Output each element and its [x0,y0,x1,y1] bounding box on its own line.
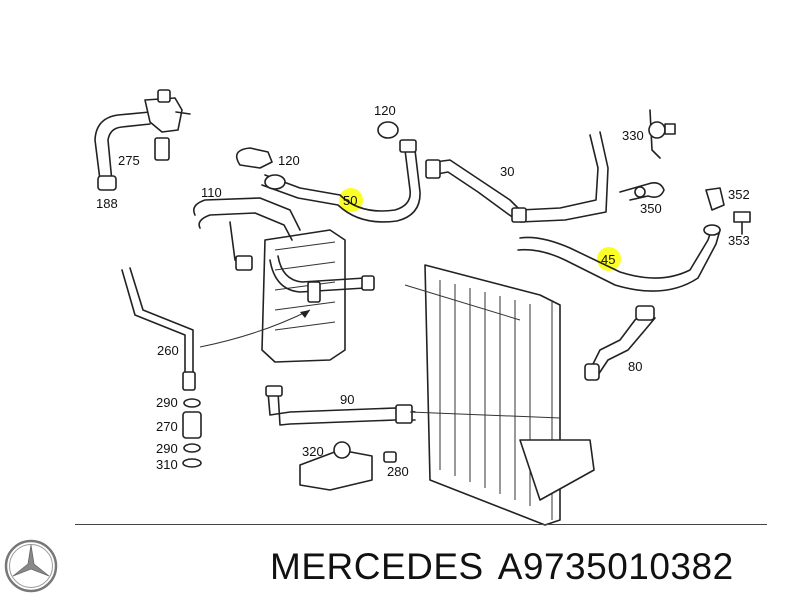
callout-350: 350 [640,201,662,216]
part-30-hose [425,131,609,223]
part-352-353-clip [705,187,751,235]
part-number: A9735010382 [497,546,734,587]
radiator-assembly [404,264,595,526]
callout-353: 353 [728,233,750,248]
part-275-hose [94,89,191,191]
part-110-heater-assembly [192,197,375,363]
callout-50: 50 [343,193,357,208]
callout-30: 30 [500,164,514,179]
callout-45: 45 [601,252,615,267]
callout-320: 320 [302,444,324,459]
highlight-45 [597,247,621,271]
part-50-hose [235,121,421,223]
part-330-bracket [648,109,676,159]
callout-330: 330 [622,128,644,143]
part-90-pipe [265,385,416,426]
callout-280: 280 [387,464,409,479]
callout-120a: 120 [374,103,396,118]
mercedes-star-logo [4,539,58,593]
part-title: MERCEDES A9735010382 [270,546,795,588]
callout-110: 110 [201,185,222,200]
brand-name: MERCEDES [270,546,484,587]
callout-80: 80 [628,359,642,374]
callout-352: 352 [728,187,750,202]
callout-310: 310 [156,457,178,472]
callout-120b: 120 [278,153,300,168]
callout-270: 270 [156,419,178,434]
part-320-bracket [299,441,397,491]
part-80-hose [584,305,656,381]
callout-260: 260 [157,343,179,358]
part-260-pipe [121,267,311,391]
callout-290b: 290 [156,441,178,456]
part-350-clamp [619,182,665,201]
callout-290a: 290 [156,395,178,410]
part-270-290-310-stack [182,398,202,468]
callout-188: 188 [96,196,118,211]
part-45-hose [517,224,721,292]
callout-90: 90 [340,392,354,407]
footer-divider [75,524,767,525]
callout-275: 275 [118,153,140,168]
